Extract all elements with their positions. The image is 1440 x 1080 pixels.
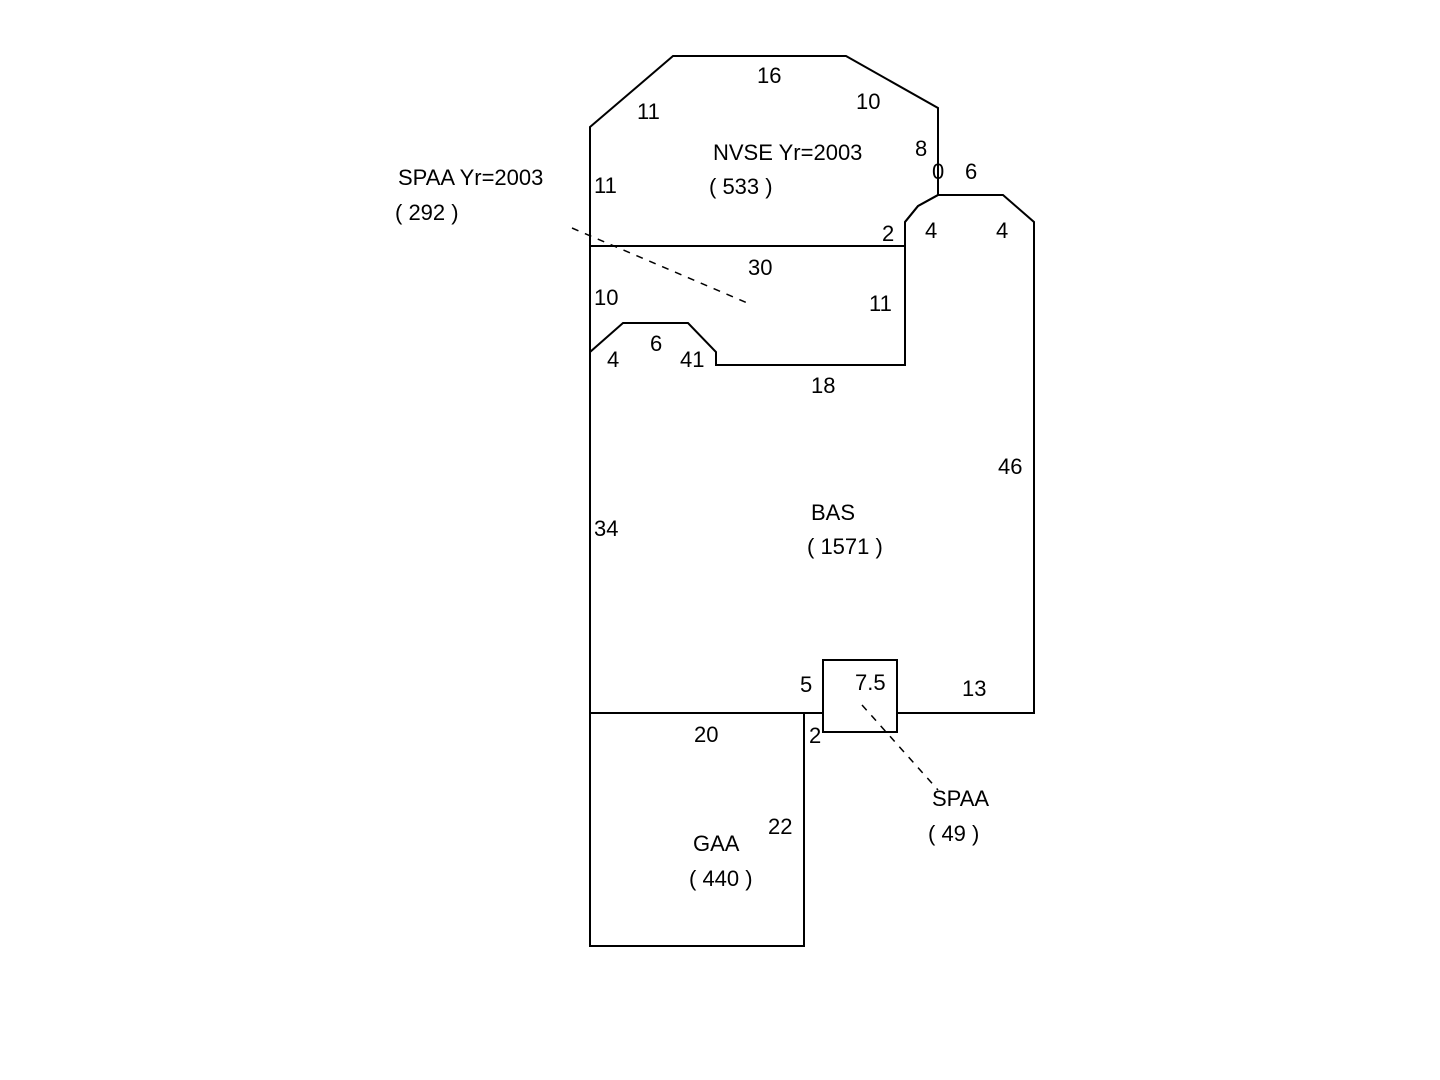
dim-spaa-right: 11	[869, 291, 892, 316]
dim-gaa-step: 2	[809, 723, 821, 748]
dim-nvse-upper-right-diag: 10	[856, 89, 880, 114]
dim-bas-left: 34	[594, 516, 618, 541]
bas-name-label: BAS	[811, 500, 855, 525]
dim-porch-left: 5	[800, 672, 812, 697]
gaa-name-label: GAA	[693, 831, 740, 856]
spaa-upper-name-label: SPAA Yr=2003	[398, 165, 543, 190]
dim-nvse-right: 8	[915, 136, 927, 161]
spaa-lower-size-label: ( 49 )	[928, 821, 979, 846]
spaa-lower-leader	[861, 704, 939, 791]
dim-nvse-upper-left-diag: 11	[637, 99, 660, 124]
dim-spaa-left: 10	[594, 285, 618, 310]
bas-outline	[897, 194, 1035, 714]
gaa-size-label: ( 440 )	[689, 866, 753, 891]
spaa-lower-name-label: SPAA	[932, 786, 989, 811]
nvse-size-label: ( 533 )	[709, 174, 773, 199]
spaa-upper-outline	[589, 246, 906, 366]
dim-gaa-right: 22	[768, 814, 792, 839]
spaa-porch-outline	[822, 659, 898, 733]
dim-bas-right: 46	[998, 454, 1022, 479]
spaa-upper-size-label: ( 292 )	[395, 200, 459, 225]
dim-gaa-top: 20	[694, 722, 718, 747]
dim-nvse-step: 2	[882, 221, 894, 246]
dim-notch-right: 41	[680, 347, 704, 372]
dim-notch-left: 4	[607, 347, 619, 372]
dim-porch-right: 7.5	[855, 670, 886, 695]
bas-size-label: ( 1571 )	[807, 534, 883, 559]
dim-nvse-top: 16	[757, 63, 781, 88]
dim-nvse-left: 11	[594, 173, 617, 198]
dim-bas-upper-bottom: 18	[811, 373, 835, 398]
dim-bas-bottom-right: 13	[962, 676, 986, 701]
nvse-name-label: NVSE Yr=2003	[713, 140, 862, 165]
dim-six-top: 6	[965, 159, 977, 184]
dim-notch-top: 6	[650, 331, 662, 356]
dim-zero: 0	[932, 159, 944, 184]
dim-spaa-top: 30	[748, 255, 772, 280]
dim-four-right: 4	[996, 218, 1008, 243]
gaa-outline	[589, 713, 805, 947]
spaa-upper-leader	[571, 227, 753, 306]
dim-four-left: 4	[925, 218, 937, 243]
